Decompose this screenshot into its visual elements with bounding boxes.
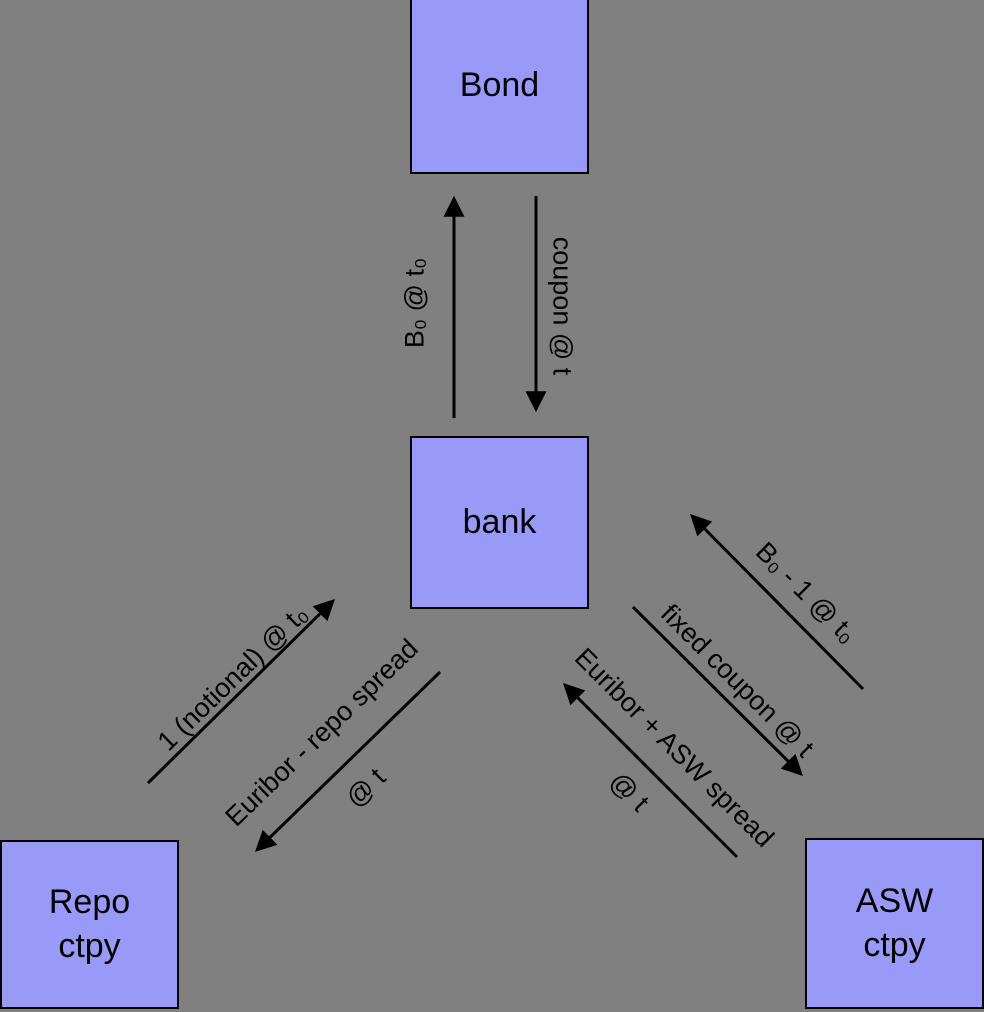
- node-asw-ctpy: ASW ctpy: [805, 838, 984, 1009]
- flow-label-bond-to-bank: coupon @ t: [547, 236, 578, 376]
- flow-label-bank-to-bond: B₀ @ t₀: [399, 257, 430, 349]
- flow-label-bank-to-repo-at-t: @ t: [339, 762, 392, 814]
- node-bond: Bond: [410, 0, 589, 174]
- node-repo-ctpy-label: Repo ctpy: [48, 882, 131, 965]
- node-bank: bank: [410, 436, 589, 609]
- node-bond-label: Bond: [459, 65, 540, 104]
- node-repo-ctpy: Repo ctpy: [0, 840, 179, 1009]
- node-asw-ctpy-label: ASW ctpy: [855, 881, 934, 964]
- flow-label-repo-to-bank: 1 (notional) @ t₀: [151, 598, 314, 757]
- flow-label-asw-to-bank-upfront: B₀ - 1 @ t₀: [750, 536, 863, 649]
- node-bank-label: bank: [462, 502, 537, 541]
- flow-label-asw-to-bank-floating-at-t: @ t: [603, 766, 655, 818]
